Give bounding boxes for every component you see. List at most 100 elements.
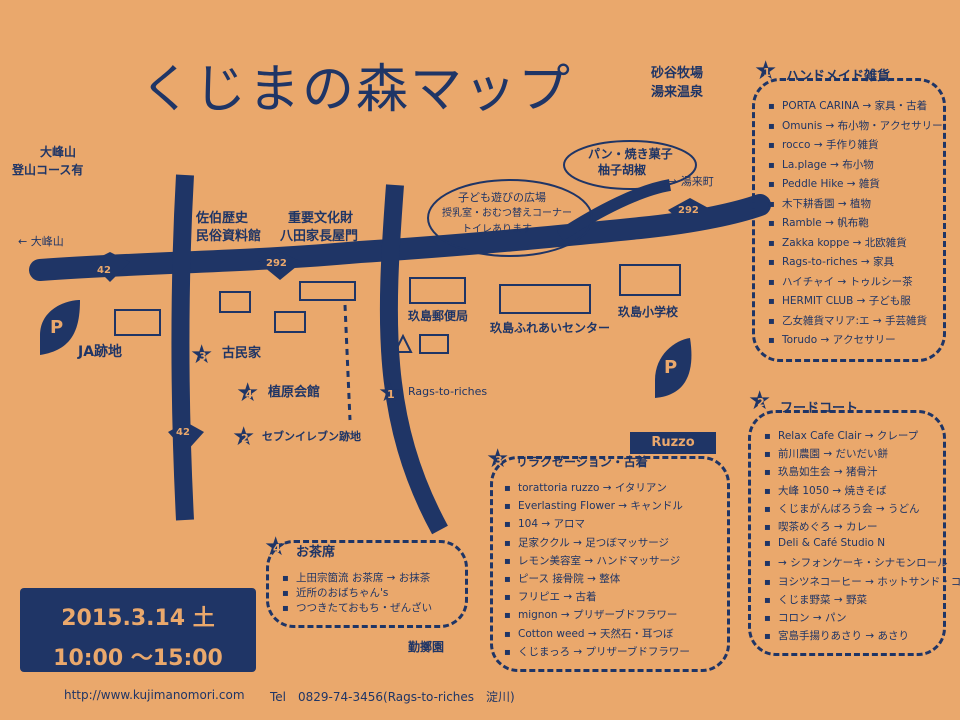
panel3-item-label: torattoria ruzzo → イタリアン — [518, 482, 667, 494]
kujima-post-label: 玖島郵便局 — [408, 309, 469, 323]
footer-tel: Tel 0829-74-3456(Rags-to-riches 淀川) — [270, 690, 515, 704]
parking-marker-left — [40, 300, 80, 355]
panel1-item-label: Ramble → 帆布鞄 — [782, 217, 869, 229]
panel1-item-label: 木下耕香園 → 植物 — [782, 197, 871, 210]
panel3-title: リラクゼーション・古着 — [516, 455, 648, 469]
uehara-label: 植原会館 — [268, 385, 321, 400]
bullet-icon: ▪ — [282, 603, 289, 614]
bullet-icon: ▪ — [768, 296, 775, 307]
uehara-num: 4 — [245, 388, 253, 401]
panel2-item-label: コロン → パン — [778, 612, 847, 624]
panel2-item-2: ▪玖島如生会 → 猪骨汁 — [764, 464, 877, 479]
panel2-item-label: 喫茶めぐろ → カレー — [778, 521, 878, 533]
panel3-item-9: ▪ くじまっろ → プリザーブドフラワー — [504, 644, 690, 659]
panel3-star-icon: ★ — [486, 444, 510, 474]
panel2-item-label: くじまがんばろう会 → うどん — [778, 502, 920, 515]
panel3-item-7: ▪mignon → プリザーブドフラワー — [504, 607, 677, 622]
route-292-shield-a — [258, 252, 302, 280]
panel4-item-label: 近所のおばちゃん's — [296, 587, 389, 599]
bullet-icon: ▪ — [504, 483, 511, 494]
bullet-icon: ▪ — [764, 613, 771, 624]
bullet-icon: ▪ — [768, 140, 775, 151]
panel3-item-1: ▪Everlasting Flower → キャンドル — [504, 498, 683, 513]
bullet-icon: ▪ — [504, 646, 511, 658]
route-292-b: 292 — [678, 205, 699, 216]
panel4-star-icon: ★ — [264, 532, 288, 562]
bullet-icon: ▪ — [764, 631, 771, 643]
panel2-item-label: 前川農園 → だいだい餅 — [778, 448, 888, 461]
bullet-icon: ▪ — [764, 576, 771, 588]
bullet-icon: ▪ — [768, 120, 775, 132]
bullet-icon: ▪ — [764, 449, 771, 461]
bullet-icon: ▪ — [768, 315, 775, 327]
road-left-vertical — [171, 174, 194, 521]
panel2-item-label: ヨシツネコーヒー → ホットサンド・コーヒー — [778, 575, 960, 588]
parking-left-label: P — [50, 317, 64, 338]
bullet-icon: ▪ — [504, 610, 511, 622]
fureai-label: 玖島ふれあいセンター — [490, 321, 611, 335]
path-dashed — [343, 304, 352, 421]
bullet-icon: ▪ — [768, 198, 775, 210]
panel1-item-2: ▪rocco → 手作り雑貨 — [768, 137, 878, 152]
uehara-star-icon: ★ — [236, 378, 260, 408]
bullet-icon: ▪ — [504, 555, 511, 567]
panel2-item-4: ▪ くじまがんばろう会 → うどん — [764, 501, 919, 516]
panel1-item-7: ▪ Zakka koppe → 北欧雑貨 — [768, 235, 907, 250]
panel1-item-label: ハイチャイ → トゥルシー茶 — [782, 275, 913, 288]
panel-relax — [490, 456, 730, 672]
panel3-item-8: ▪Cotton weed → 天然石・耳つぼ — [504, 626, 674, 641]
route-42-shield-b — [168, 422, 204, 452]
panel2-item-6: ▪ Deli & Café Studio N — [764, 537, 885, 549]
panel1-item-0: ▪PORTA CARINA → 家具・古着 — [768, 98, 927, 113]
panel1-item-label: HERMIT CLUB → 子ども服 — [782, 295, 911, 307]
ohmine-direction: ← 大峰山 — [18, 235, 64, 248]
kominka-star-icon: ★ — [190, 340, 214, 370]
panel2-item-label: Deli & Café Studio N — [778, 537, 886, 550]
panel2-num: 2 — [757, 396, 765, 409]
panel1-item-11: ▪乙女雑貨マリア:エ → 手芸雑貨 — [768, 313, 927, 328]
route-42-b: 42 — [176, 427, 190, 438]
panel4-item-label: 上田宗箇流 お茶席 → お抹茶 — [296, 572, 431, 584]
panel4-num: 4 — [273, 542, 281, 555]
panel2-item-9: ▪くじま野菜 → 野菜 — [764, 592, 867, 607]
sanaya-line1: 砂谷牧場 — [650, 66, 703, 81]
panel1-item-9: ▪ハイチャイ → トゥルシー茶 — [768, 274, 913, 289]
event-date-box: 2015.3.14 土 10:00 〜15:00 — [20, 588, 256, 672]
parking-right-label: P — [664, 357, 678, 378]
footer-url[interactable]: http://www.kujimanomori.com — [64, 688, 245, 702]
bullet-icon: ▪ — [504, 574, 511, 585]
panel1-item-label: PORTA CARINA → 家具・古着 — [782, 100, 928, 112]
panel3-item-label: Cotton weed → 天然石・耳つぼ — [518, 627, 674, 640]
panel3-item-5: ▪ピース 接骨院 → 整体 — [504, 571, 620, 586]
panel1-item-6: ▪Ramble → 帆布鞄 — [768, 215, 869, 230]
bullet-icon: ▪ — [768, 237, 775, 249]
panel3-item-label: フリピエ → 古着 — [518, 591, 597, 604]
panel3-item-4: ▪ レモン美容室 → ハンドマッサージ — [504, 553, 680, 568]
event-time: 10:00 〜15:00 — [53, 646, 223, 671]
panel2-item-label: くじま野菜 → 野菜 — [778, 593, 867, 606]
kashi-line2: 柚子胡椒 — [598, 163, 647, 177]
parking-marker-right — [655, 338, 692, 398]
panel2-item-label: Relax Cafe Clair → クレープ — [778, 430, 919, 442]
panel3-item-label: Everlasting Flower → キャンドル — [518, 500, 683, 513]
panel3-item-0: ▪ torattoria ruzzo → イタリアン — [504, 480, 667, 495]
kintanien-label: 勤擲園 — [408, 640, 445, 654]
panel1-item-label: Omunis → 布小物・アクセサリー — [782, 119, 943, 132]
panel2-star-icon: ★ — [748, 386, 772, 416]
panel3-item-label: レモン美容室 → ハンドマッサージ — [518, 554, 681, 567]
bullet-icon: ▪ — [764, 503, 771, 515]
panel2-item-label: 宮島手揚りあさり → あさり — [778, 630, 909, 643]
panel3-item-label: くじまっろ → プリザーブドフラワー — [518, 645, 690, 658]
saeki-museum-line2: 民俗資料館 — [196, 229, 262, 244]
panel2-item-label: 大峰 1050 → 焼きそば — [778, 484, 887, 497]
panel1-item-8: ▪Rags-to-riches → 家具 — [768, 254, 894, 269]
bullet-icon: ▪ — [764, 558, 771, 570]
panel1-item-label: Zakka koppe → 北欧雑貨 — [782, 236, 907, 249]
bullet-icon: ▪ — [504, 537, 511, 549]
bullet-icon: ▪ — [764, 538, 771, 550]
rags-label: Rags-to-riches — [408, 385, 488, 398]
panel1-item-12: ▪Torudo → アクセサリー — [768, 332, 896, 347]
bullet-icon: ▪ — [764, 522, 771, 533]
